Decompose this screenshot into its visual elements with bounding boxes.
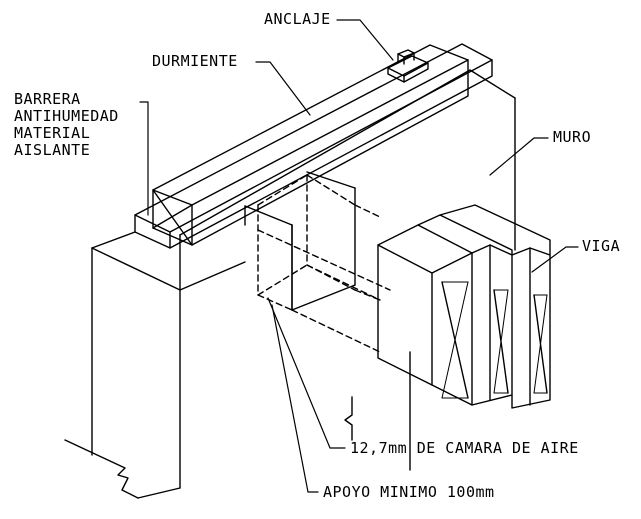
moisture-barrier — [134, 43, 493, 249]
leader-min-bearing — [271, 304, 319, 493]
beam-lamination-2 — [417, 214, 513, 406]
beam-pocket — [244, 187, 356, 311]
label-sill-plate: DURMIENTE — [152, 52, 238, 70]
label-barrier-line-3: MATERIAL — [14, 124, 91, 142]
label-min-bearing: APOYO MINIMO 100mm — [323, 483, 495, 501]
label-barrier-line-2: ANTIHUMEDAD — [14, 107, 119, 125]
label-wall: MURO — [553, 128, 592, 146]
masonry-wall — [64, 69, 516, 499]
sill-plate — [152, 44, 469, 246]
label-anchor: ANCLAJE — [264, 10, 331, 28]
leader-anchor — [336, 19, 394, 61]
label-barrier-line-1: BARRERA — [14, 90, 81, 108]
label-air-gap: 12,7mm DE CAMARA DE AIRE — [350, 439, 579, 457]
label-beam: VIGA — [582, 237, 621, 255]
beam-pocket-hidden-lines — [257, 174, 391, 353]
leader-wall — [489, 137, 549, 176]
leader-barrier — [139, 101, 149, 216]
label-barrier: BARRERA ANTIHUMEDAD MATERIAL AISLANTE — [14, 91, 119, 159]
beam-lamination-3 — [439, 204, 551, 409]
leader-air-gap — [267, 297, 346, 449]
leader-lines — [139, 19, 579, 493]
label-barrier-line-4: AISLANTE — [14, 141, 91, 159]
beam-lamination-1 — [377, 224, 473, 406]
leader-beam — [531, 246, 579, 273]
anchor-bolt — [387, 49, 429, 83]
leader-sill-plate — [255, 61, 311, 116]
